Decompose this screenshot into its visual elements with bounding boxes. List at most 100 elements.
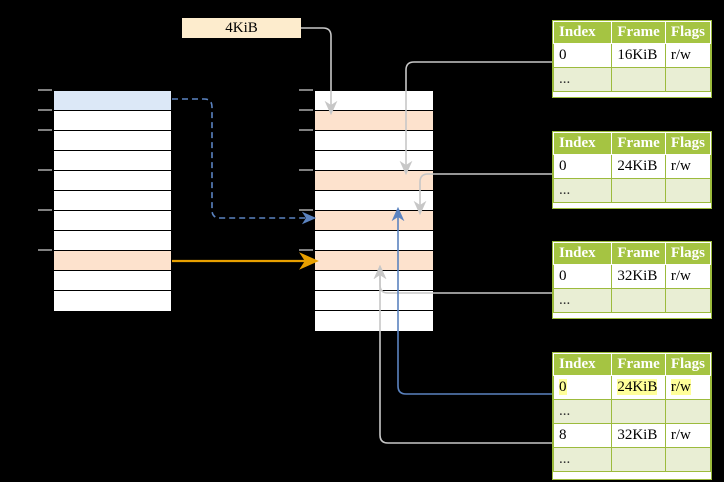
physical-memory-row xyxy=(315,311,433,331)
cell-frame xyxy=(611,178,666,203)
cell-flags: r/w xyxy=(664,264,712,289)
wire-pdp-to-frame xyxy=(413,173,552,216)
column-header-index: Index xyxy=(552,21,613,44)
physical-memory-row xyxy=(315,291,433,311)
cell-frame xyxy=(611,67,666,92)
virtual-memory-row xyxy=(54,151,171,171)
cell-index: 0 xyxy=(552,264,613,289)
cell-flags: r/w xyxy=(664,423,712,448)
boundary-tick xyxy=(299,129,313,131)
table-row: ... xyxy=(552,447,712,472)
cell-frame xyxy=(611,399,666,424)
column-header-index: Index xyxy=(552,132,613,155)
boundary-tick xyxy=(38,89,52,91)
cell-flags: r/w xyxy=(664,375,712,400)
cell-index: 0 xyxy=(552,43,613,68)
cell-frame xyxy=(611,447,666,472)
column-header-index: Index xyxy=(552,353,613,376)
virtual-memory-row xyxy=(54,211,171,231)
physical-memory-row xyxy=(315,211,433,231)
column-header-flags: Flags xyxy=(664,242,712,265)
cell-index: 0 xyxy=(552,154,613,179)
boundary-tick xyxy=(299,109,313,111)
cell-frame: 24KiB xyxy=(611,154,666,179)
column-header-flags: Flags xyxy=(664,21,712,44)
table-row: 0 24KiB r/w xyxy=(552,375,712,400)
cell-index: ... xyxy=(552,178,613,203)
virtual-memory-row xyxy=(54,231,171,251)
cell-index: ... xyxy=(552,447,613,472)
physical-memory-row xyxy=(315,271,433,291)
cell-frame: 32KiB xyxy=(611,264,666,289)
cell-flags xyxy=(664,399,712,424)
column-header-frame: Frame xyxy=(611,242,666,265)
wire-virtual-page-mapping xyxy=(172,98,317,225)
cell-flags xyxy=(664,288,712,313)
physical-memory-row xyxy=(315,251,433,271)
boundary-tick xyxy=(38,169,52,171)
physical-memory-row xyxy=(315,131,433,151)
column-header-index: Index xyxy=(552,242,613,265)
boundary-tick xyxy=(299,89,313,91)
column-header-flags: Flags xyxy=(664,132,712,155)
physical-memory-column xyxy=(314,90,434,331)
column-header-flags: Flags xyxy=(664,353,712,376)
cell-index: ... xyxy=(552,67,613,92)
cell-index: ... xyxy=(552,288,613,313)
cell-flags xyxy=(664,178,712,203)
column-header-frame: Frame xyxy=(611,353,666,376)
table-row: ... xyxy=(552,288,712,313)
table-row: ... xyxy=(552,67,712,92)
virtual-memory-row xyxy=(54,251,171,271)
physical-memory-row xyxy=(315,191,433,211)
cell-flags: r/w xyxy=(664,43,712,68)
virtual-memory-row xyxy=(54,271,171,291)
virtual-memory-row xyxy=(54,131,171,151)
physical-memory-row xyxy=(315,111,433,131)
physical-memory-row xyxy=(315,171,433,191)
cell-frame xyxy=(611,288,666,313)
highlighted-value: r/w xyxy=(670,379,691,395)
virtual-memory-row xyxy=(54,171,171,191)
cell-index: 8 xyxy=(552,423,613,448)
highlighted-value: 24KiB xyxy=(617,379,658,395)
virtual-memory-row xyxy=(54,91,171,111)
cell-flags xyxy=(664,447,712,472)
virtual-memory-row xyxy=(54,291,171,311)
virtual-memory-row xyxy=(54,191,171,211)
cell-frame: 24KiB xyxy=(611,375,666,400)
boundary-tick xyxy=(38,109,52,111)
table-row: ... xyxy=(552,399,712,424)
highlighted-value: 0 xyxy=(559,379,567,395)
cell-frame: 16KiB xyxy=(611,43,666,68)
column-header-frame: Frame xyxy=(611,21,666,44)
cell-flags: r/w xyxy=(664,154,712,179)
boundary-tick xyxy=(299,169,313,171)
table-row: ... xyxy=(552,178,712,203)
cell-flags xyxy=(664,67,712,92)
boundary-tick xyxy=(38,209,52,211)
physical-memory-row xyxy=(315,231,433,251)
boundary-tick xyxy=(299,209,313,211)
cell-frame: 32KiB xyxy=(611,423,666,448)
boundary-tick xyxy=(38,249,52,251)
boundary-tick xyxy=(38,129,52,131)
physical-memory-row xyxy=(315,91,433,111)
virtual-memory-row xyxy=(54,111,171,131)
cell-index: 0 xyxy=(552,375,613,400)
cell-index: ... xyxy=(552,399,613,424)
page-size-label: 4KiB xyxy=(182,18,301,38)
column-header-frame: Frame xyxy=(611,132,666,155)
